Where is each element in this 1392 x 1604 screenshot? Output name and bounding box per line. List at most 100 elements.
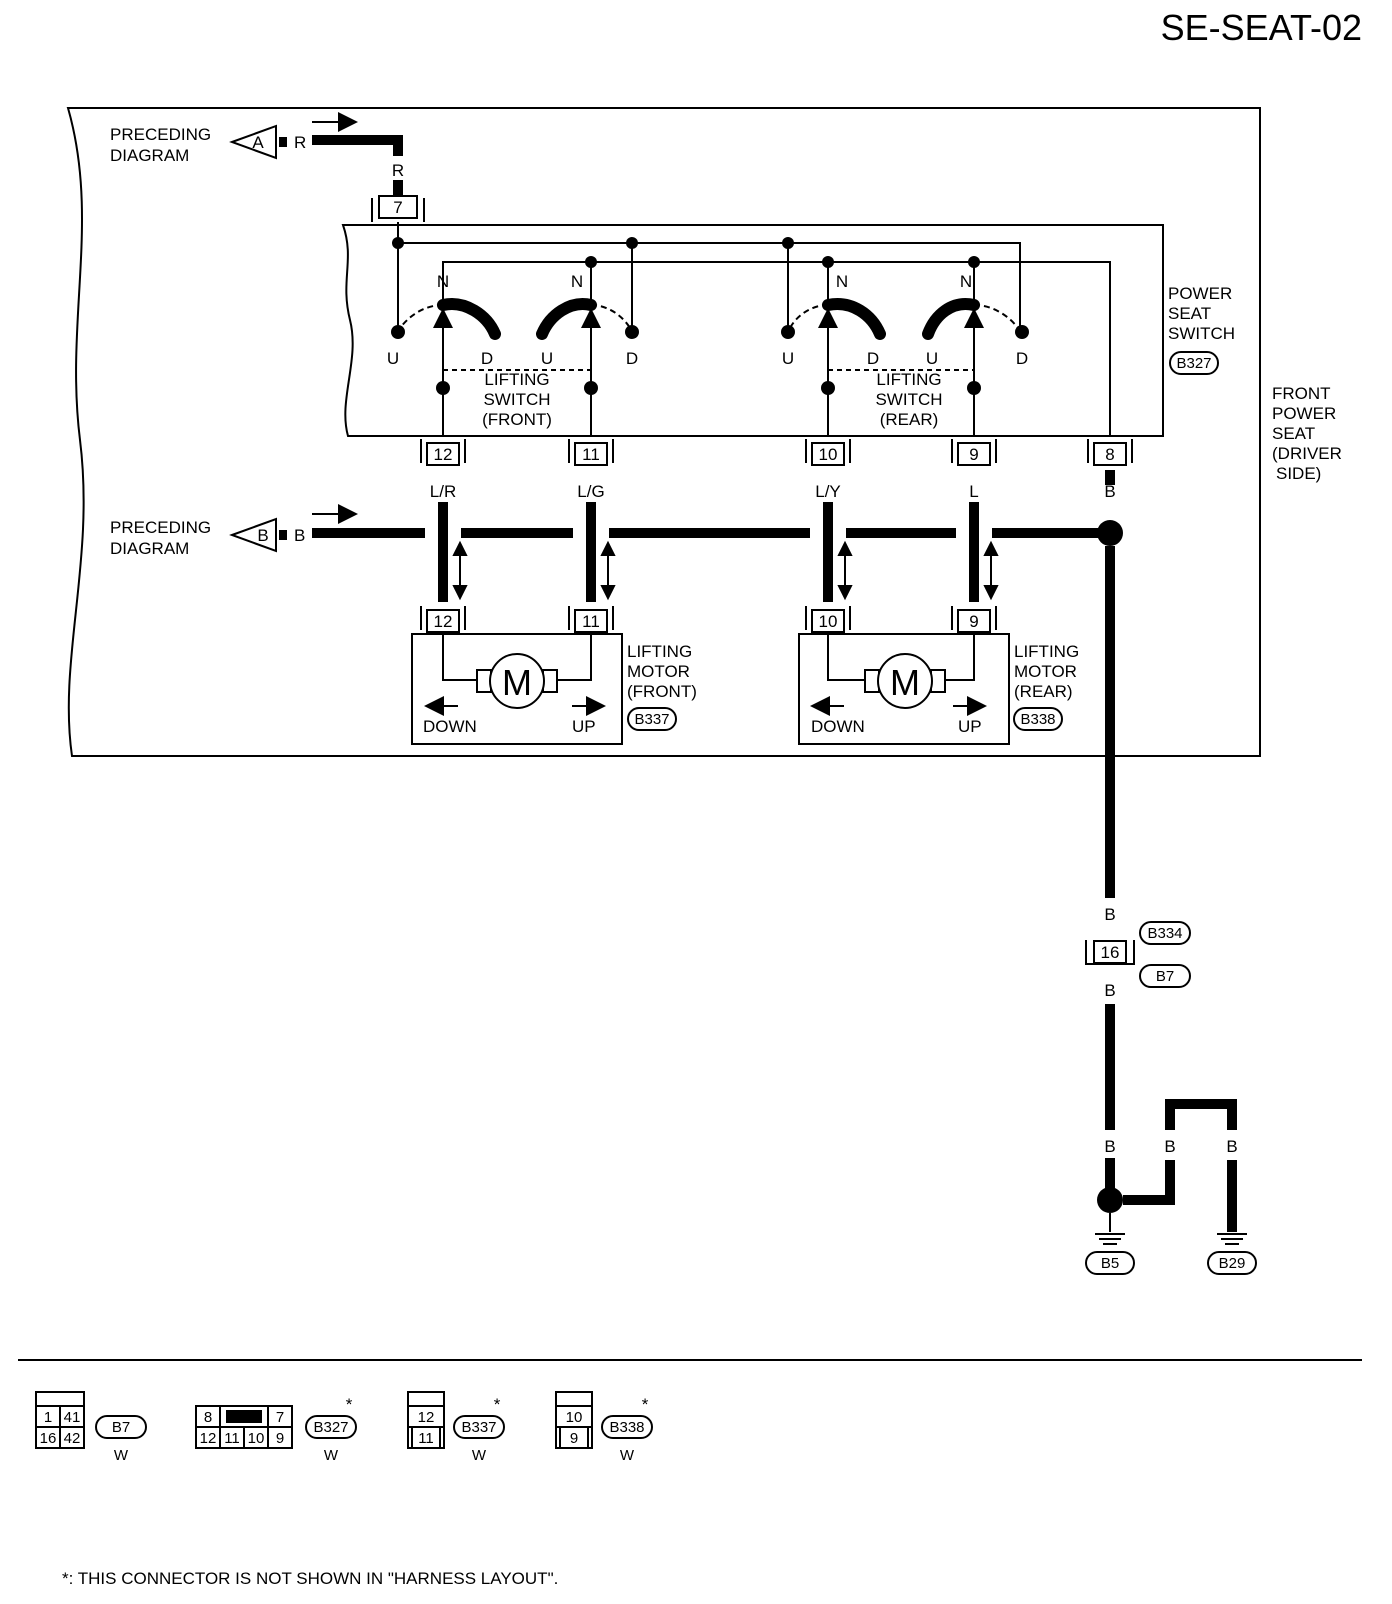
svg-text:*: * bbox=[494, 1395, 501, 1414]
svg-text:8: 8 bbox=[1105, 445, 1114, 464]
svg-text:U: U bbox=[782, 349, 794, 368]
svg-text:B327: B327 bbox=[1176, 355, 1211, 372]
svg-text:1: 1 bbox=[44, 1409, 52, 1426]
svg-text:B: B bbox=[1164, 1137, 1175, 1156]
wire-r-top bbox=[312, 135, 403, 156]
svg-text:B: B bbox=[1104, 905, 1115, 924]
svg-text:D: D bbox=[481, 349, 493, 368]
svg-text:L/G: L/G bbox=[577, 482, 604, 501]
svg-text:11: 11 bbox=[418, 1430, 434, 1447]
svg-text:POWER: POWER bbox=[1272, 404, 1336, 423]
switch-terminal-12: 12 L/R bbox=[420, 439, 466, 501]
svg-text:B5: B5 bbox=[1101, 1255, 1119, 1272]
motor-m-icon: M bbox=[502, 662, 532, 703]
bus-junction-dots bbox=[392, 237, 980, 268]
svg-text:N: N bbox=[571, 272, 583, 291]
motor-terminal-11: 11 bbox=[568, 606, 614, 633]
svg-text:SIDE): SIDE) bbox=[1276, 464, 1321, 483]
preceding-diagram-b[interactable]: PRECEDING DIAGRAM B B bbox=[110, 504, 358, 558]
svg-text:9: 9 bbox=[570, 1430, 578, 1447]
motor-terminal-10: 10 bbox=[805, 606, 851, 633]
svg-text:B334: B334 bbox=[1147, 925, 1182, 942]
svg-text:PRECEDING: PRECEDING bbox=[110, 518, 211, 537]
svg-text:12: 12 bbox=[200, 1430, 217, 1447]
svg-text:U: U bbox=[541, 349, 553, 368]
lifting-switch-rear[interactable]: N N U D U D LIFTING SWITCH (REAR) bbox=[781, 272, 1029, 436]
svg-text:W: W bbox=[472, 1447, 487, 1464]
power-seat-switch-body bbox=[341, 224, 1164, 437]
svg-text:10: 10 bbox=[248, 1430, 265, 1447]
svg-text:B: B bbox=[1104, 1137, 1115, 1156]
svg-text:(FRONT): (FRONT) bbox=[482, 410, 552, 429]
svg-text:U: U bbox=[926, 349, 938, 368]
svg-text:8: 8 bbox=[204, 1409, 212, 1426]
motor-m-icon: M bbox=[890, 662, 920, 703]
svg-text:12: 12 bbox=[418, 1409, 435, 1426]
svg-text:16: 16 bbox=[1101, 943, 1120, 962]
bidirectional-arrows bbox=[452, 540, 999, 601]
svg-text:UP: UP bbox=[958, 717, 982, 736]
svg-text:B327: B327 bbox=[313, 1419, 348, 1436]
svg-text:B: B bbox=[1226, 1137, 1237, 1156]
svg-text:D: D bbox=[1016, 349, 1028, 368]
svg-text:POWER: POWER bbox=[1168, 284, 1232, 303]
preceding-diagram-a[interactable]: PRECEDING DIAGRAM A R bbox=[110, 112, 358, 165]
connector-b-label: B bbox=[257, 526, 268, 545]
svg-text:DOWN: DOWN bbox=[423, 717, 477, 736]
svg-text:DIAGRAM: DIAGRAM bbox=[110, 539, 189, 558]
svg-text:PRECEDING: PRECEDING bbox=[110, 125, 211, 144]
lifting-switch-front[interactable]: N N U D U D LIFTING SWITCH (FRONT) bbox=[387, 272, 639, 436]
svg-text:R: R bbox=[392, 161, 404, 180]
svg-text:L/R: L/R bbox=[430, 482, 456, 501]
svg-text:11: 11 bbox=[224, 1430, 240, 1447]
svg-text:SWITCH: SWITCH bbox=[875, 390, 942, 409]
switch-terminal-9: 9 L bbox=[951, 439, 997, 501]
svg-text:U: U bbox=[387, 349, 399, 368]
svg-text:16: 16 bbox=[40, 1430, 57, 1447]
svg-text:W: W bbox=[114, 1447, 129, 1464]
svg-text:B337: B337 bbox=[634, 711, 669, 728]
switch-terminal-11: 11 L/G bbox=[568, 439, 614, 501]
connector-legend-b337: 12 11 B337 * W bbox=[407, 1391, 505, 1464]
lifting-motor-front[interactable]: M DOWN UP LIFTING MOTOR (FRONT) B337 bbox=[411, 633, 697, 745]
svg-text:UP: UP bbox=[572, 717, 596, 736]
svg-text:D: D bbox=[626, 349, 638, 368]
svg-text:R: R bbox=[294, 133, 306, 152]
svg-text:L/Y: L/Y bbox=[815, 482, 841, 501]
svg-text:SEAT: SEAT bbox=[1168, 304, 1211, 323]
svg-text:10: 10 bbox=[819, 445, 838, 464]
switch-bus-top bbox=[398, 242, 1021, 330]
svg-text:B338: B338 bbox=[609, 1419, 644, 1436]
svg-text:DOWN: DOWN bbox=[811, 717, 865, 736]
svg-text:7: 7 bbox=[393, 198, 402, 217]
front-power-seat-boundary bbox=[66, 107, 1261, 757]
lifting-motor-rear[interactable]: M DOWN UP LIFTING MOTOR (REAR) B338 bbox=[798, 633, 1079, 745]
svg-text:41: 41 bbox=[64, 1409, 81, 1426]
terminal-7: 7 bbox=[371, 195, 425, 222]
svg-text:D: D bbox=[867, 349, 879, 368]
svg-text:10: 10 bbox=[819, 612, 838, 631]
svg-text:11: 11 bbox=[582, 612, 600, 631]
connector-legend-b7: 1 41 16 42 B7 W bbox=[35, 1391, 147, 1464]
svg-text:11: 11 bbox=[582, 445, 600, 464]
svg-text:SWITCH: SWITCH bbox=[1168, 324, 1235, 343]
svg-text:LIFTING: LIFTING bbox=[1014, 642, 1079, 661]
svg-text:B7: B7 bbox=[1156, 968, 1174, 985]
svg-text:7: 7 bbox=[276, 1409, 284, 1426]
signal-wires bbox=[438, 470, 1115, 602]
ground-symbol-b29 bbox=[1217, 1233, 1247, 1245]
svg-text:MOTOR: MOTOR bbox=[1014, 662, 1077, 681]
svg-text:(DRIVER: (DRIVER bbox=[1272, 444, 1342, 463]
svg-text:(REAR): (REAR) bbox=[1014, 682, 1073, 701]
svg-text:FRONT: FRONT bbox=[1272, 384, 1331, 403]
svg-text:W: W bbox=[620, 1447, 635, 1464]
svg-text:N: N bbox=[437, 272, 449, 291]
ground-path: B 16 B334 B7 B B B B B5 B29 bbox=[1085, 546, 1257, 1275]
svg-text:12: 12 bbox=[434, 445, 453, 464]
connector-legend-b327: 8 7 12 11 10 9 B327 * W bbox=[195, 1395, 357, 1464]
svg-text:SEAT: SEAT bbox=[1272, 424, 1315, 443]
svg-text:(FRONT): (FRONT) bbox=[627, 682, 697, 701]
svg-text:B338: B338 bbox=[1020, 711, 1055, 728]
svg-text:9: 9 bbox=[276, 1430, 284, 1447]
